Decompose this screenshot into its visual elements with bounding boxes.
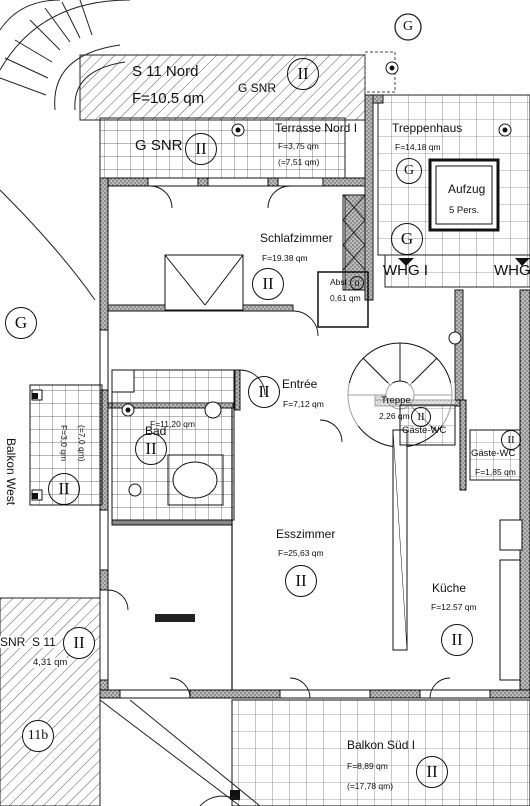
treppenhaus-g-circle: G xyxy=(396,158,422,184)
entree-title: Entrée xyxy=(282,377,318,391)
kueche-circle: II xyxy=(441,624,473,656)
kueche-area: F=12.57 qm xyxy=(431,602,477,612)
bed xyxy=(164,254,244,311)
terrasse-title: Terrasse Nord I xyxy=(275,121,358,135)
gaeste-wc-1-circle: II xyxy=(411,407,431,427)
redacted-mark xyxy=(155,614,195,622)
whg1-label: WHG I xyxy=(383,262,428,279)
kueche-title: Küche xyxy=(432,581,467,595)
balkon-west-circle: II xyxy=(48,473,80,505)
schlafzimmer-area: F=19.38 qm xyxy=(262,253,308,263)
treppenhaus-g-circle-2: G xyxy=(391,223,423,255)
terrasse-area: F=3,75 qm xyxy=(278,141,319,151)
aufzug-box xyxy=(428,158,500,232)
s11-nord-area: F=10.5 qm xyxy=(132,90,205,107)
balkon-west-title: Balkon West xyxy=(4,438,18,506)
top-g-circle: G xyxy=(402,19,414,34)
balkon-sued-area2: (=17,78 qm) xyxy=(347,781,394,791)
s11-nord-circle: II xyxy=(287,58,319,90)
abst-area: 0,61 qm xyxy=(330,293,361,303)
zone-11b-circle: 11b xyxy=(22,720,54,752)
balkon-west-area: F=3,0 qm xyxy=(59,425,69,462)
treppenhaus-title: Treppenhaus xyxy=(392,121,463,135)
bad-area: F=11,20 qm xyxy=(150,419,195,429)
terrasse-grid xyxy=(99,117,346,181)
balkon-west-area2: (=7,0 qm) xyxy=(77,425,87,462)
s11-nord-hatch xyxy=(79,54,366,121)
left-g-circle: G xyxy=(5,307,37,339)
s11-sued-tag: SNR xyxy=(0,635,26,649)
treppe-area: 2,26 qm xyxy=(379,411,410,421)
esszimmer-area: F=25,63 qm xyxy=(278,548,324,558)
balkon-sued-circle: II xyxy=(416,756,448,788)
balkon-sued-area: F=8,89 qm xyxy=(347,761,388,771)
entree-circle: II xyxy=(248,376,280,408)
aufzug-title: Aufzug xyxy=(448,182,486,196)
esszimmer-circle: II xyxy=(285,565,317,597)
gaeste-wc-2-circle: II xyxy=(501,430,521,450)
s11-sued-area: 4,31 qm xyxy=(33,657,68,668)
treppe-title: Treppe xyxy=(381,395,411,406)
abst-circle: II xyxy=(350,276,364,290)
terrasse-tag: G SNR xyxy=(135,137,183,154)
s11-nord-tag: G SNR xyxy=(238,81,277,95)
terrasse-circle: II xyxy=(185,133,217,165)
gaeste-wc-2-area: F=1,85 qm xyxy=(475,467,516,477)
balkon-sued xyxy=(231,699,530,806)
esszimmer-title: Esszimmer xyxy=(276,527,336,541)
abst-box xyxy=(317,271,369,328)
aufzug-persons: 5 Pers. xyxy=(449,205,480,216)
abst-title: Abst xyxy=(330,277,348,287)
terrasse-area2: (=7,51 qm) xyxy=(278,157,320,167)
curved-ramp xyxy=(0,0,131,111)
schlafzimmer-title: Schlafzimmer xyxy=(260,231,333,245)
s11-sued-circle: II xyxy=(63,627,95,659)
balkon-sued-title: Balkon Süd I xyxy=(347,738,416,752)
bad-circle: II xyxy=(135,433,167,465)
treppenhaus-area: F=14,18 qm xyxy=(395,142,441,152)
whg2-label: WHG xyxy=(494,262,530,279)
s11-sued-title: S 11 xyxy=(32,635,56,649)
gaeste-wc-2-title: Gäste-WC xyxy=(471,448,516,459)
gaeste-wc-1-title: Gäste-WC xyxy=(402,425,447,436)
s11-nord-title: S 11 Nord xyxy=(132,63,199,80)
entree-area: F=7,12 qm xyxy=(283,399,324,409)
schlafzimmer-circle: II xyxy=(252,268,284,300)
